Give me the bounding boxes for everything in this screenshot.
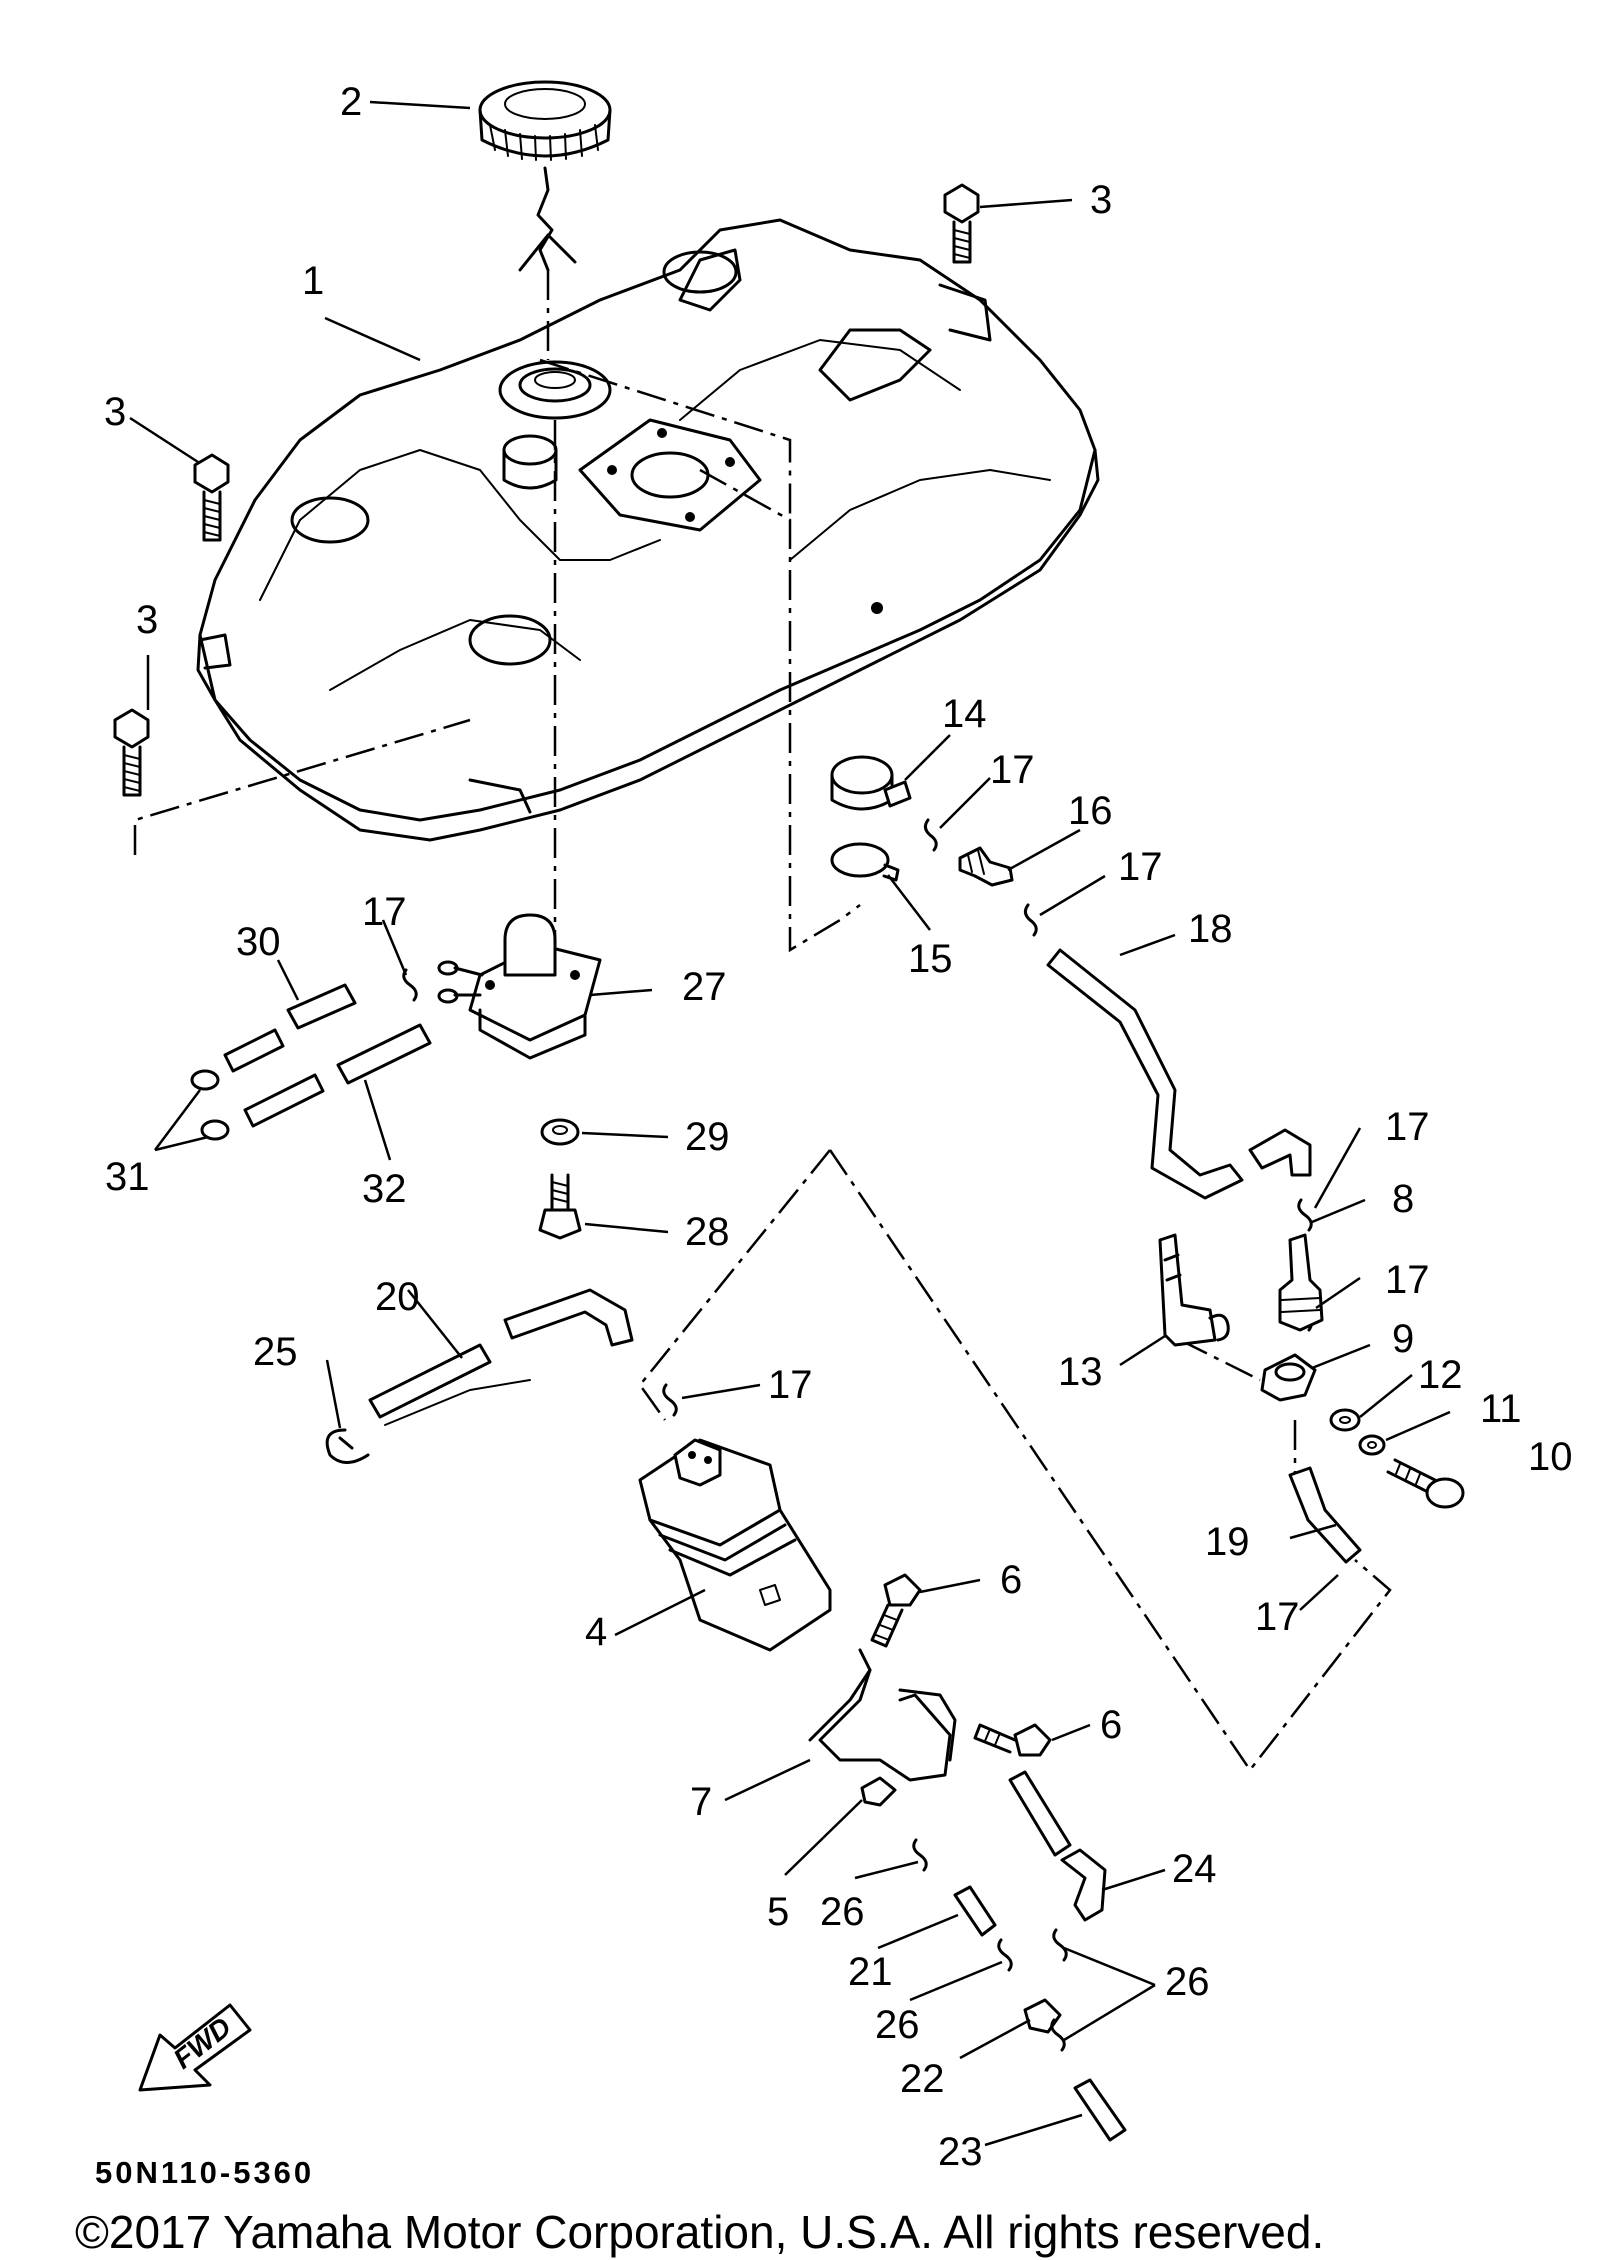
callout-19: 19 [1205,1520,1250,1564]
callout-17-f: 17 [768,1363,813,1407]
callout-17-b: 17 [1118,845,1163,889]
bolt-3-left-upper [193,453,230,542]
callout-10: 10 [1528,1435,1573,1479]
bolt-6-lower [973,1723,1052,1757]
callout-8: 8 [1392,1177,1414,1221]
callout-9: 9 [1392,1317,1414,1361]
callout-24: 24 [1172,1847,1217,1891]
callout-11: 11 [1480,1387,1522,1431]
copyright-notice: ©2017 Yamaha Motor Corporation, U.S.A. A… [75,2206,1324,2258]
callout-12: 12 [1418,1353,1463,1397]
clips-26 [912,1838,1068,2052]
joint-9 [1260,1353,1317,1402]
callout-31: 31 [105,1155,150,1199]
callout-25: 25 [253,1330,298,1374]
assembly-lines [133,270,1392,1773]
callout-17-c: 17 [362,890,407,934]
screw-10 [1386,1458,1465,1509]
callout-6-lower: 6 [1100,1703,1122,1747]
callout-16: 16 [1068,789,1113,833]
clip-17-canister [662,1383,678,1417]
callout-1: 1 [302,259,324,303]
part-number: 50N110-5360 [95,2155,314,2190]
callout-18: 18 [1188,907,1233,951]
callout-30: 30 [236,920,281,964]
callout-22: 22 [900,2057,945,2101]
fuel-tank [196,166,1100,842]
callout-labels: 2 3 1 3 3 14 17 16 17 15 18 30 17 27 29 … [104,80,1573,2174]
hose-18 [1046,948,1312,1200]
callout-7: 7 [690,1780,712,1824]
canister-4 [638,1438,832,1652]
part-14 [830,755,912,811]
callout-27: 27 [682,965,727,1009]
bracket-13 [1158,1233,1230,1347]
callout-26-a: 26 [820,1890,865,1934]
fuel-pump [437,913,602,1060]
callout-26-b: 26 [875,2003,920,2047]
callout-17-g: 17 [1255,1595,1300,1639]
bolt-3-top [943,183,980,264]
callout-3-left-upper: 3 [104,390,126,434]
callout-17-d: 17 [1385,1105,1430,1149]
clip-25 [325,1428,370,1464]
hose-30 [223,983,357,1073]
callout-20: 20 [375,1275,420,1319]
hose-32 [243,1023,432,1128]
grommet-29 [540,1118,580,1146]
bolt-28 [538,1173,582,1240]
callout-17-e: 17 [1385,1258,1430,1302]
clamp-15 [830,842,900,882]
callout-6-upper: 6 [1000,1558,1022,1602]
hose-20 [368,1288,634,1426]
callout-14: 14 [942,692,987,736]
valve-8 [1278,1233,1324,1332]
callout-4: 4 [585,1610,607,1654]
forward-arrow-icon: FWD [138,2003,252,2092]
callout-21: 21 [848,1950,893,1994]
bracket-7 [808,1648,957,1782]
callout-5: 5 [767,1890,789,1934]
callout-28: 28 [685,1210,730,1254]
bolt-6-upper [870,1573,922,1648]
callout-29: 29 [685,1115,730,1159]
callout-2: 2 [340,80,362,124]
washer-11 [1358,1434,1386,1456]
clip-17-upper [923,818,1038,937]
fuel-cap [478,80,612,161]
washer-12 [1329,1408,1361,1432]
hose-19 [1288,1466,1362,1564]
callout-17-a: 17 [990,748,1035,792]
callout-15: 15 [908,937,953,981]
callout-26-c: 26 [1165,1960,1210,2004]
clips-31 [190,1069,230,1141]
callout-32: 32 [362,1167,407,1211]
leader-lines [129,100,1451,2147]
fitting-16 [958,846,1014,887]
callout-3-left-lower: 3 [136,598,158,642]
bolt-3-left-lower [113,708,150,797]
part-5 [860,1776,897,1807]
callout-23: 23 [938,2130,983,2174]
callout-13: 13 [1058,1350,1103,1394]
callout-3-top: 3 [1090,178,1112,222]
hoses-lower [953,1770,1127,2142]
